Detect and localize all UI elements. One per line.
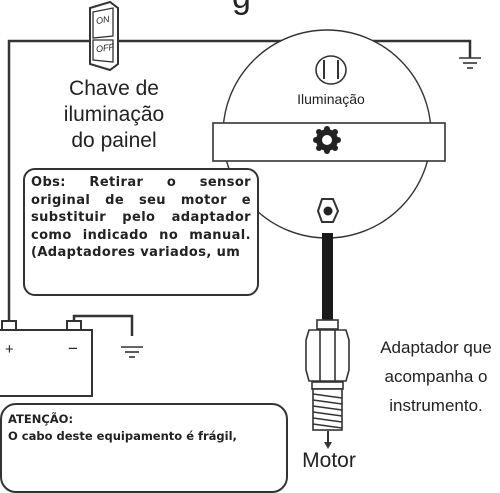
wiring-diagram [0,0,481,449]
wire-battery-to-ground [72,314,134,336]
obs-note-text: Obs: Retirar o sensor original de seu mo… [31,175,251,260]
obs-note-box: Obs: Retirar o sensor original de seu mo… [23,168,259,296]
wire-switch-to-battery [7,39,90,320]
switch-caption: Chave de iluminação do painel [48,76,180,154]
arrow-down-icon [324,431,332,449]
warning-title: ATENÇÃO: [8,412,74,426]
gauge-center-nut-icon [313,126,341,154]
switch-caption-line1: Chave de [69,77,159,100]
adapter-caption: Adaptador que acompanha o instrumento. [374,333,498,420]
ground-symbol-top [459,57,481,69]
battery-icon [0,320,93,397]
lamp-label: Iluminação [297,91,365,107]
sensor-terminal-icon [316,198,340,223]
adapter-caption-line3: instrumento. [389,396,483,415]
wire-switch-to-ground [112,39,472,58]
battery-minus-label: − [68,339,78,358]
adapter-caption-line1: Adaptador que [380,338,492,357]
panel-light-switch-icon [89,0,119,72]
switch-caption-line3: do painel [71,129,157,152]
warning-text: O cabo deste equipamento é frágil, [8,429,237,443]
switch-caption-line2: iluminação [63,103,165,126]
ground-symbol-battery [121,346,143,358]
lamp-bulb-icon [315,55,347,85]
warning-box: ATENÇÃO: O cabo deste equipamento é frág… [0,403,288,493]
battery-plus-label: + [5,341,14,358]
sensor-cable [322,233,333,325]
motor-label: Motor [302,449,356,472]
header-title-fragment: g [232,0,251,17]
adapter-caption-line2: acompanha o [384,367,488,386]
sensor-adapter-icon [305,319,350,431]
